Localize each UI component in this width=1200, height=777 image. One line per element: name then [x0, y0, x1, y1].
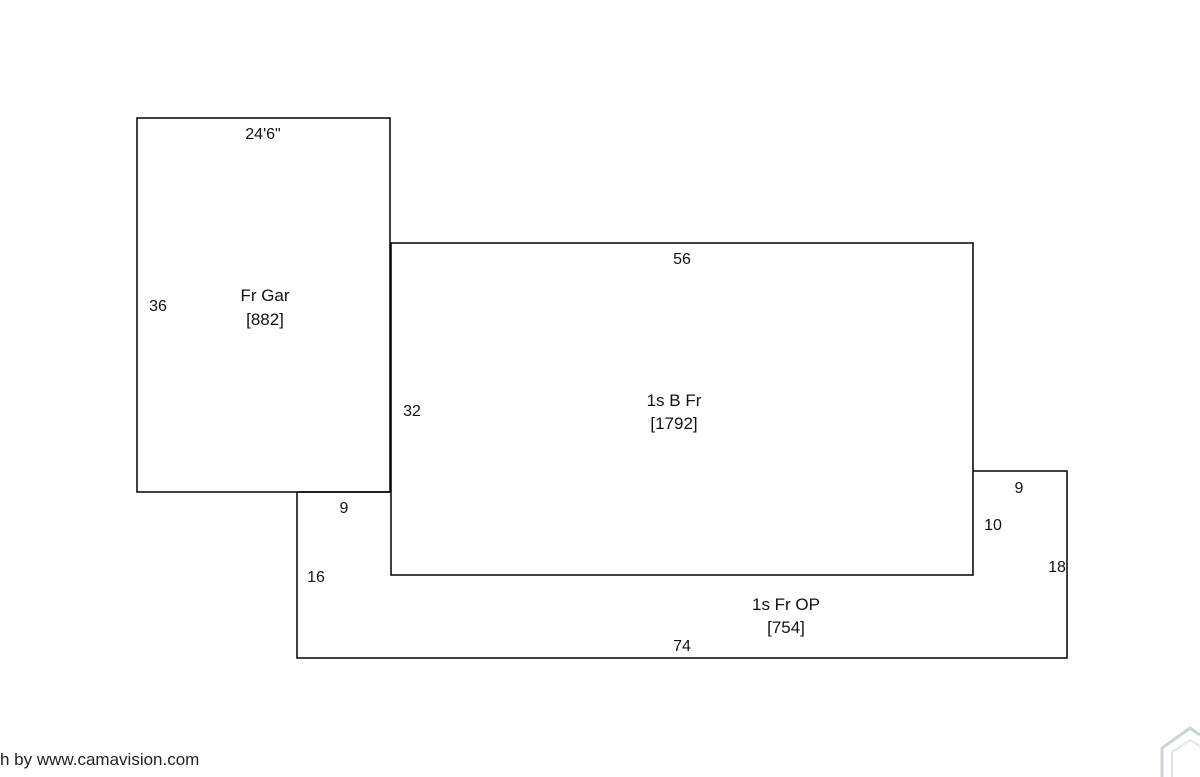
porch-right-label: 18 [1048, 559, 1066, 576]
garage-width-label: 24'6" [245, 126, 280, 143]
garage-outline [136, 117, 391, 493]
house-width-label: 56 [673, 251, 691, 268]
porch-notch-right-top-label: 9 [1015, 480, 1024, 497]
porch-name-label: 1s Fr OP [752, 595, 820, 614]
porch-left-label: 16 [307, 569, 325, 586]
house-logo-icon [1160, 726, 1200, 777]
house-area-label: [1792] [650, 414, 697, 433]
porch-area-label: [754] [767, 618, 805, 637]
porch-notch-left-label: 9 [340, 500, 349, 517]
house-outline [390, 242, 974, 576]
credit-text: h by www.camavision.com [0, 750, 199, 769]
garage-area-label: [882] [246, 310, 284, 329]
porch-bottom-label: 74 [673, 638, 691, 655]
porch-notch-right-side-label: 10 [984, 517, 1002, 534]
porch-outline [296, 470, 1068, 659]
garage-name-label: Fr Gar [240, 286, 289, 305]
garage-depth-label: 36 [149, 298, 167, 315]
house-depth-label: 32 [403, 403, 421, 420]
house-name-label: 1s B Fr [647, 391, 702, 410]
